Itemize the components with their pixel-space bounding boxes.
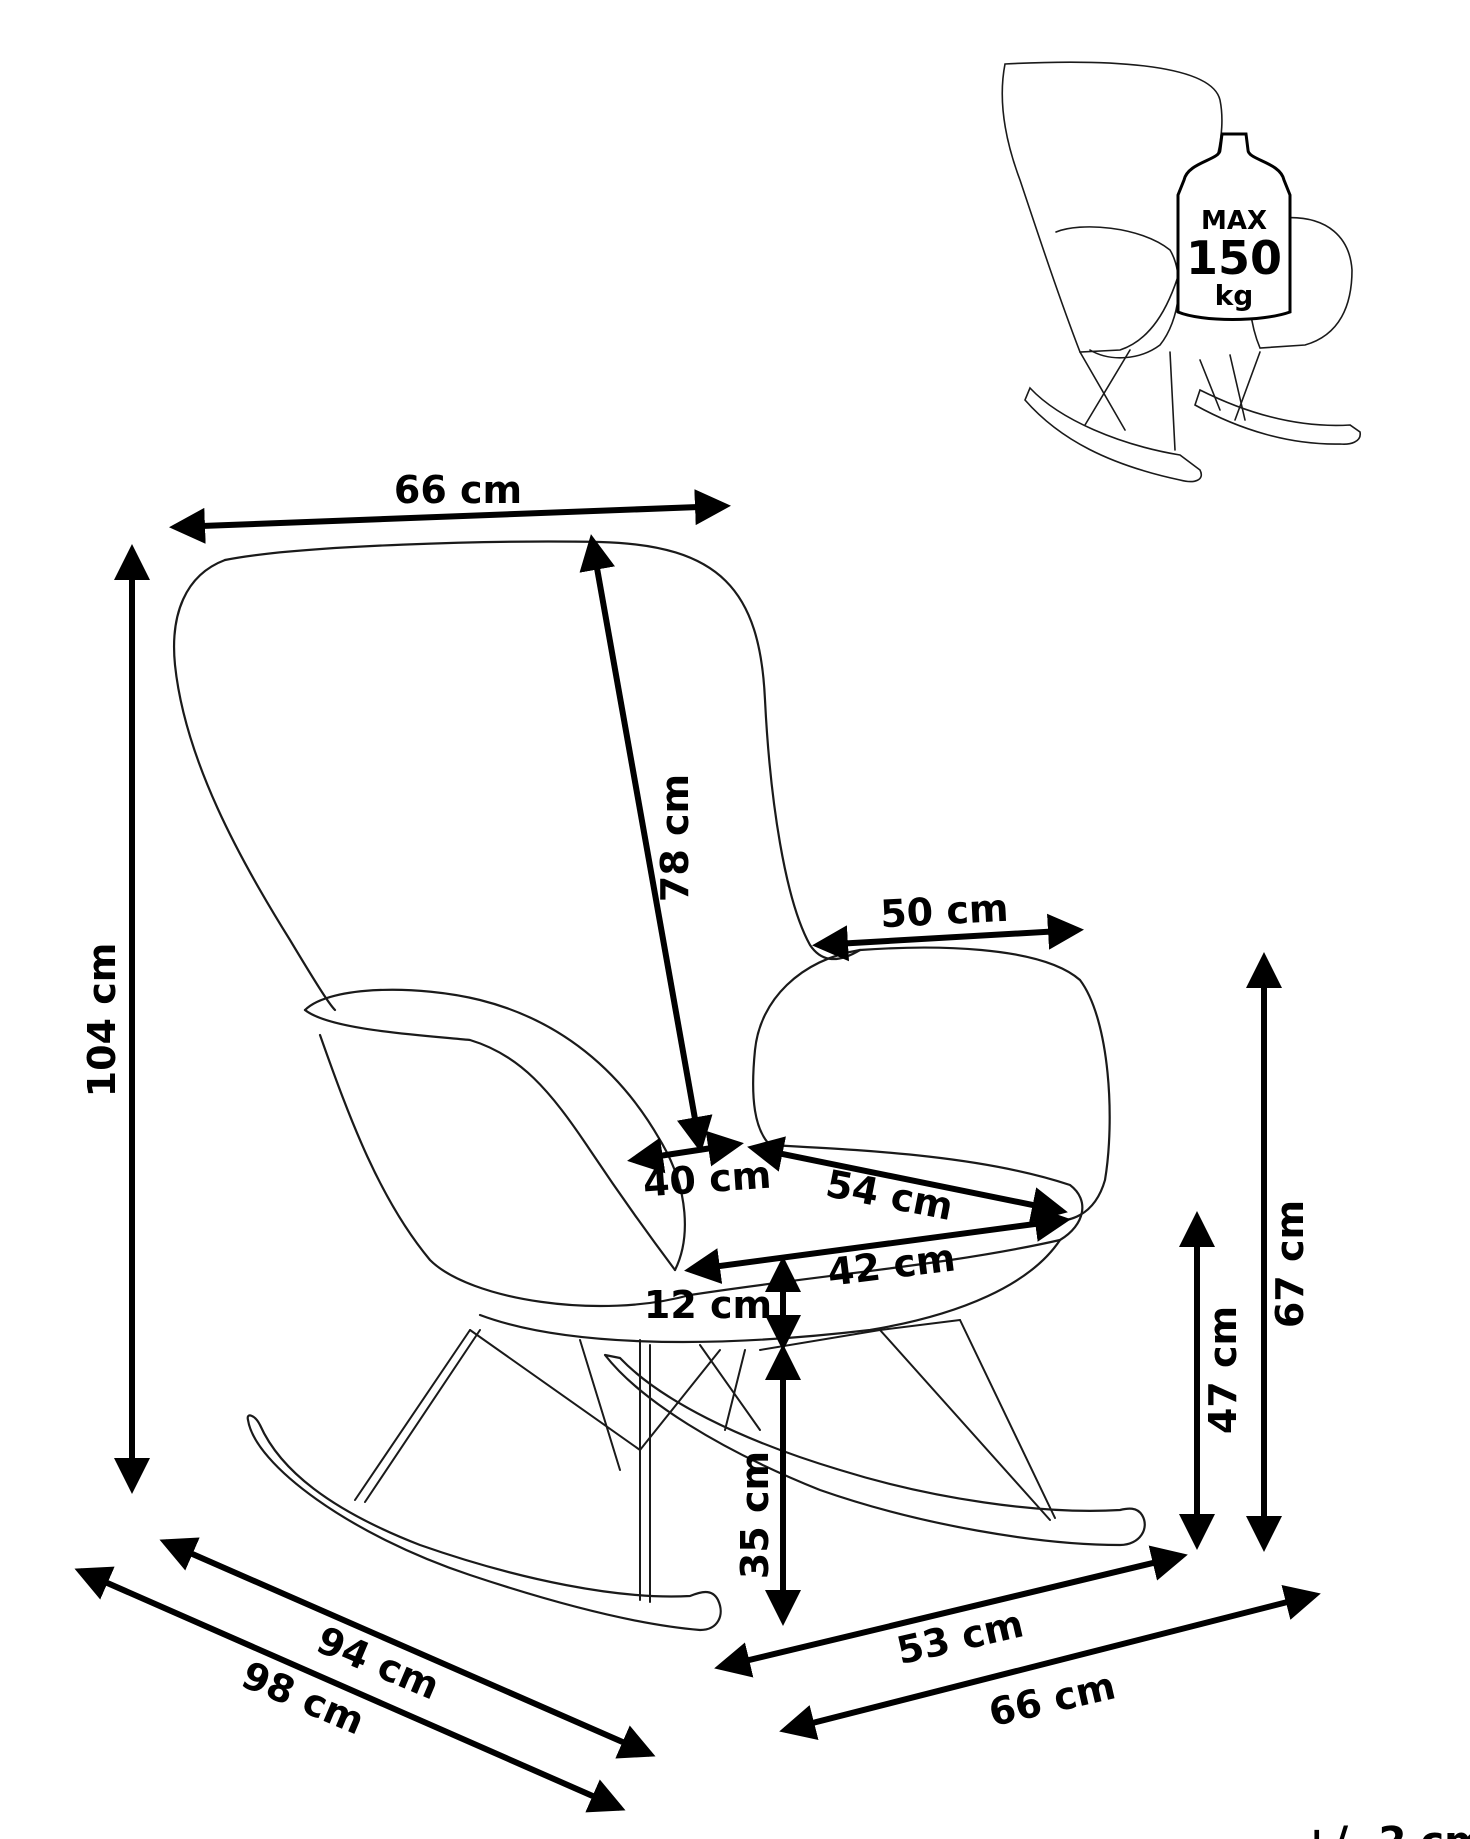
- label-arm-top-height: 67 cm: [1268, 1200, 1312, 1328]
- thumbnail-chair: [1001, 61, 1361, 483]
- label-seat-depth-small: 40 cm: [642, 1153, 773, 1206]
- tolerance-note: +/- 2 cm: [1300, 1819, 1470, 1839]
- label-seat-diagonal: 54 cm: [822, 1161, 956, 1229]
- label-armrest-width: 50 cm: [879, 886, 1009, 937]
- label-overall-height: 104 cm: [80, 943, 124, 1098]
- chair-drawing: [173, 540, 1146, 1632]
- label-overall-width: 66 cm: [394, 468, 522, 512]
- label-seat-cushion: 12 cm: [644, 1283, 772, 1327]
- max-load-value: 150: [1186, 231, 1282, 285]
- max-load-unit: kg: [1215, 279, 1254, 312]
- label-armrest-height: 47 cm: [1201, 1306, 1245, 1434]
- max-load-badge: MAX 150 kg: [1176, 132, 1292, 321]
- label-backrest-height: 78 cm: [653, 774, 697, 902]
- label-seat-height-floor: 35 cm: [733, 1451, 777, 1579]
- label-seat-width: 42 cm: [825, 1235, 958, 1294]
- max-load-label: MAX: [1201, 206, 1267, 236]
- dimension-arrows: [74, 489, 1321, 1813]
